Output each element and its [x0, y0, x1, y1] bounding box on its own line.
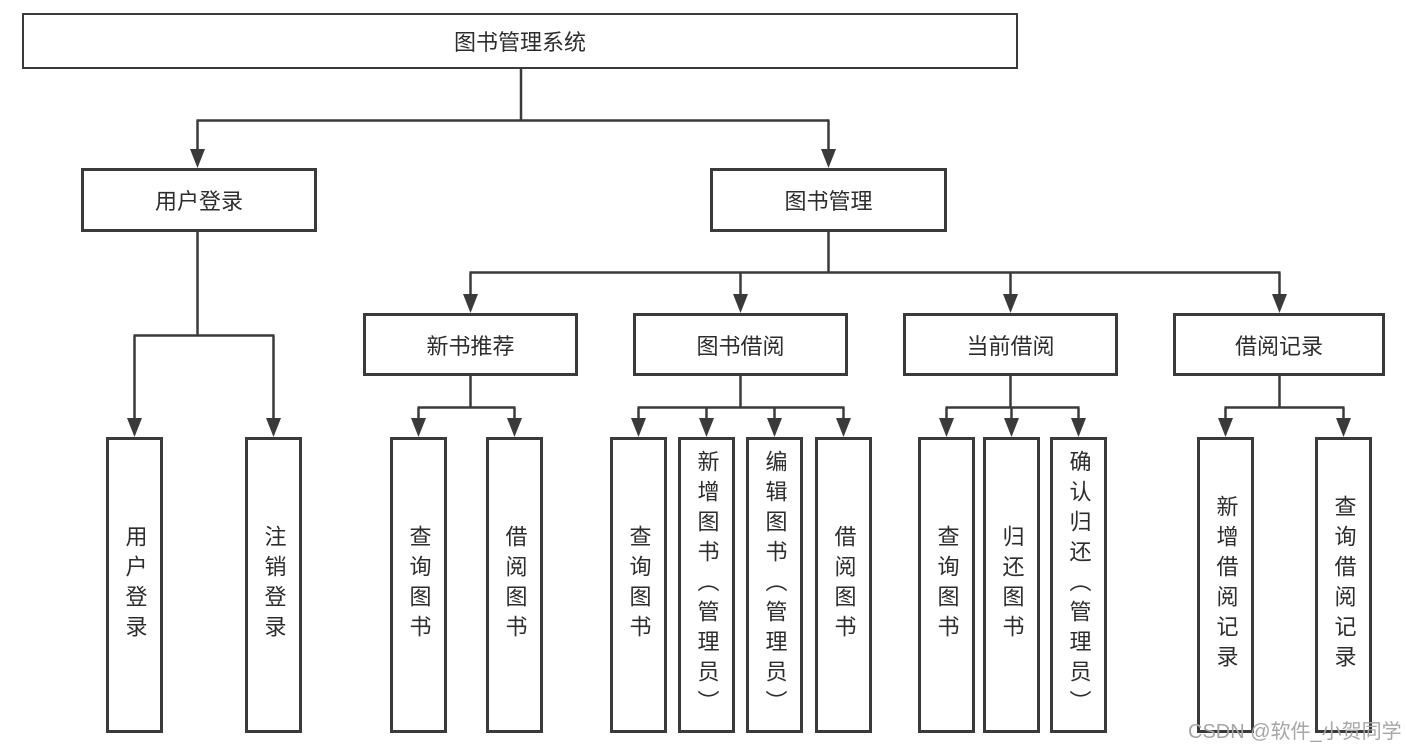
- node-label: 借阅记录: [1234, 333, 1323, 359]
- leaf-return-books: 归还图书: [983, 437, 1040, 733]
- leaf-query-books-current: 查询图书: [918, 437, 975, 733]
- node-label: 图书管理系统: [453, 30, 586, 55]
- csdn-watermark: CSDN @软件_小贺同学: [1188, 721, 1402, 743]
- node-new-book-recommend: 新书推荐: [363, 313, 578, 376]
- arrowhead: [836, 418, 851, 437]
- arrowhead: [411, 418, 426, 437]
- arrowhead: [1003, 294, 1018, 313]
- leaf-query-books-borrow: 查询图书: [610, 437, 667, 733]
- node-label: 新书推荐: [426, 333, 515, 359]
- node-book-borrow: 图书借阅: [633, 313, 848, 376]
- node-label: 借阅图书: [502, 525, 528, 645]
- node-label: 查询借阅记录: [1331, 495, 1357, 675]
- node-label: 图书管理: [784, 189, 873, 214]
- arrowhead: [127, 418, 142, 437]
- node-current-borrow: 当前借阅: [903, 313, 1118, 376]
- node-label: 注销登录: [261, 525, 287, 645]
- node-label: 确认归还（管理员）: [1066, 450, 1092, 720]
- leaf-add-books-admin: 新增图书（管理员）: [678, 437, 735, 733]
- arrowhead: [699, 418, 714, 437]
- node-label: 用户登录: [122, 525, 148, 645]
- leaf-query-books-recommend: 查询图书: [390, 437, 447, 733]
- leaf-borrow-books-recommend: 借阅图书: [486, 437, 543, 733]
- connector-current-children: [939, 375, 1086, 437]
- node-label: 编辑图书（管理员）: [762, 450, 788, 720]
- connector-borrow-children: [631, 375, 851, 437]
- arrowhead: [733, 294, 748, 313]
- arrowhead: [463, 294, 478, 313]
- node-label: 新增借阅记录: [1213, 495, 1239, 675]
- connector-root-to-level2: [190, 68, 836, 168]
- arrowhead: [1004, 418, 1019, 437]
- leaf-query-borrow-record: 查询借阅记录: [1315, 437, 1372, 733]
- node-label: 用户登录: [154, 189, 243, 214]
- node-book-management: 图书管理: [710, 168, 947, 232]
- connector-record-children: [1218, 375, 1351, 437]
- node-label: 新增图书（管理员）: [694, 450, 720, 720]
- node-label: 查询图书: [626, 525, 652, 645]
- connector-newbook-children: [411, 375, 522, 437]
- connector-mgmt-to-level3: [463, 231, 1287, 313]
- arrowhead: [631, 418, 646, 437]
- arrowhead: [821, 149, 836, 168]
- node-library-management-system: 图书管理系统: [22, 13, 1018, 69]
- leaf-edit-books-admin: 编辑图书（管理员）: [746, 437, 803, 733]
- node-label: 查询图书: [406, 525, 432, 645]
- arrowhead: [939, 418, 954, 437]
- node-label: 归还图书: [999, 525, 1025, 645]
- leaf-confirm-return-admin: 确认归还（管理员）: [1050, 437, 1107, 733]
- arrowhead: [190, 149, 205, 168]
- node-label: 查询图书: [934, 525, 960, 645]
- arrowhead: [507, 418, 522, 437]
- arrowhead: [1218, 418, 1233, 437]
- connector-login-children: [127, 231, 281, 437]
- leaf-add-borrow-record: 新增借阅记录: [1197, 437, 1254, 733]
- node-user-login: 用户登录: [81, 168, 317, 232]
- arrowhead: [767, 418, 782, 437]
- leaf-logout: 注销登录: [245, 437, 302, 733]
- arrowhead: [266, 418, 281, 437]
- arrowhead: [1336, 418, 1351, 437]
- arrowhead: [1071, 418, 1086, 437]
- leaf-user-login: 用户登录: [106, 437, 163, 733]
- arrowhead: [1272, 294, 1287, 313]
- node-label: 图书借阅: [696, 333, 785, 359]
- node-borrow-record: 借阅记录: [1173, 313, 1385, 376]
- node-label: 当前借阅: [966, 333, 1055, 359]
- node-label: 借阅图书: [831, 525, 857, 645]
- leaf-borrow-books: 借阅图书: [815, 437, 872, 733]
